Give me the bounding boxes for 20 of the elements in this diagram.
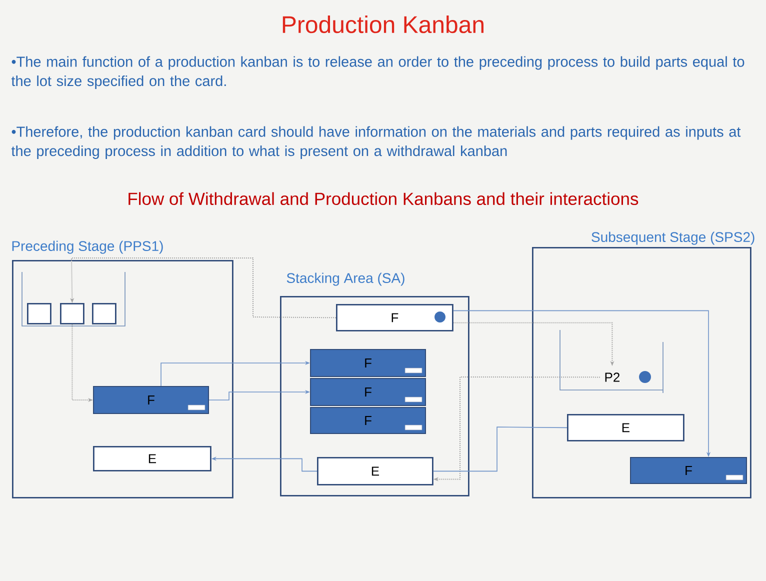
container-box: E bbox=[567, 414, 684, 442]
container-box: F bbox=[336, 304, 454, 332]
bullet-text: •The main function of a production kanban is to release an order to the preceding process to build parts equal to the lot size specified on the card. bbox=[11, 56, 744, 89]
kanban-bar: F bbox=[93, 386, 209, 414]
kanban-bar: F bbox=[310, 378, 426, 406]
kanban-bar: F bbox=[310, 349, 426, 377]
title: Production Kanban bbox=[282, 16, 484, 34]
process-label: P2 bbox=[605, 372, 620, 382]
section-heading: Flow of Withdrawal and Production Kanbans and their interactions bbox=[128, 192, 638, 206]
bullet-text: •Therefore, the production kanban card should have information on the materials and parts required as inputs at the preceding process in addition to what is present on a withdrawal kanban bbox=[11, 126, 741, 159]
container-box: E bbox=[317, 457, 434, 486]
bin-box bbox=[92, 303, 116, 324]
node-label: Subsequent Stage (SPS2) bbox=[592, 232, 754, 245]
container-box: E bbox=[93, 446, 212, 472]
node-label: Stacking Area (SA) bbox=[286, 272, 404, 286]
kanban-bar: F bbox=[310, 407, 426, 434]
node-label: Preceding Stage (PPS1) bbox=[12, 240, 163, 254]
bin-box bbox=[27, 303, 52, 324]
kanban-bar: F bbox=[630, 457, 747, 484]
bin-box bbox=[60, 303, 84, 324]
